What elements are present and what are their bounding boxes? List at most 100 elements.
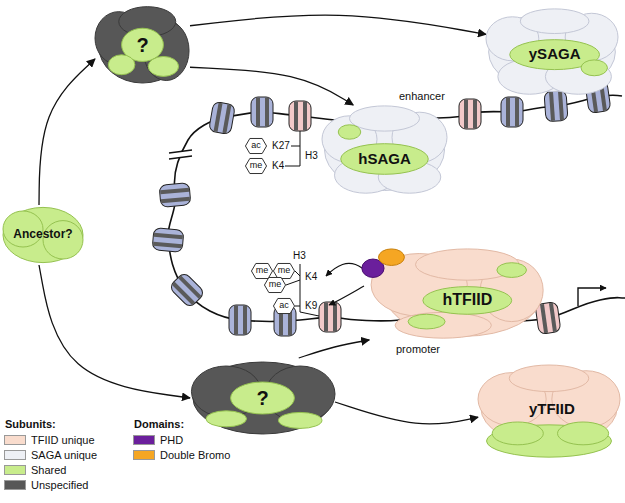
hexagon-shape <box>273 298 294 313</box>
complex-name: yTFIID <box>529 400 575 417</box>
subunit-lobe <box>520 9 589 34</box>
annotation-label: K4 <box>304 271 318 282</box>
hexagon-shape <box>245 158 266 173</box>
reader-arrow <box>329 286 364 305</box>
complex-blob: hTFIID <box>360 248 545 340</box>
dna-break-mark <box>169 156 192 159</box>
modification-label: ac <box>251 141 261 151</box>
annotation-label: H3 <box>304 150 319 161</box>
subunit-lobe <box>108 55 135 75</box>
evolution-arrow <box>190 67 353 105</box>
subunit-lobe <box>408 314 445 329</box>
complex-blob: yTFIID <box>478 365 620 460</box>
nucleosome <box>501 97 523 127</box>
nucleosome <box>159 183 191 208</box>
subunit-lobe <box>492 422 543 445</box>
hexagon-shape <box>251 263 272 278</box>
legend-swatch <box>4 465 26 475</box>
subunit-lobe <box>581 60 607 76</box>
subunit-lobe <box>509 365 589 392</box>
legend-text: TFIID unique <box>31 434 95 446</box>
hexagon-shape <box>245 138 266 153</box>
legend-text: Unspecified <box>31 479 88 491</box>
subunit-lobe <box>231 382 295 414</box>
hexagon-shape <box>273 263 294 278</box>
evolution-arrow <box>190 15 486 34</box>
legend-item: Shared <box>4 464 66 476</box>
nucleosome <box>289 101 311 131</box>
evolution-arrow <box>39 59 95 205</box>
annotation-label: promoter <box>395 343 441 355</box>
subunit-lobe <box>423 287 512 315</box>
legend-swatch <box>133 435 155 445</box>
subunit-lobe <box>350 106 420 131</box>
legend-heading: Domains: <box>133 418 185 430</box>
reader-arrow <box>326 263 362 276</box>
modification-hexagon: me <box>245 158 267 174</box>
modification-label: me <box>250 161 263 171</box>
complex-name: ? <box>136 34 148 56</box>
evolution-arrow <box>335 402 478 424</box>
nucleosome <box>209 101 236 134</box>
legend-item: SAGA unique <box>4 449 97 461</box>
subunit-lobe <box>338 125 361 139</box>
annotation-label: K27 <box>271 140 291 151</box>
legend-item: TFIID unique <box>4 434 95 446</box>
legend-swatch <box>133 450 155 460</box>
subunit-lobe <box>278 412 322 428</box>
hexagon-shape <box>264 277 285 292</box>
legend-text: PHD <box>160 434 183 446</box>
subunit-lobe <box>148 56 178 76</box>
subunit-lobe <box>395 312 491 338</box>
modification-label: me <box>269 280 282 290</box>
annotation-label: enhancer <box>398 90 446 102</box>
annotation-label: K9 <box>304 300 318 311</box>
legend-text: Double Bromo <box>160 449 230 461</box>
subunit-lobe <box>3 207 83 262</box>
modification-hexagon: me <box>273 263 295 279</box>
transcription-start-arrow <box>578 288 606 306</box>
subunit-lobe <box>379 249 405 266</box>
legend-swatch <box>4 480 26 490</box>
modification-label: me <box>278 266 291 276</box>
modification-label: ac <box>279 301 289 311</box>
annotation-label: H3 <box>292 250 307 261</box>
legend-text: SAGA unique <box>31 449 97 461</box>
complex-blob: hSAGA <box>322 105 447 195</box>
complex-name: hSAGA <box>358 151 411 168</box>
subunit-lobe <box>497 263 527 278</box>
modification-hexagon: ac <box>245 138 267 154</box>
nucleosome <box>152 228 184 253</box>
legend-item: PHD <box>133 434 183 446</box>
complex-blob: Ancestor? <box>3 205 83 265</box>
subunit-lobe <box>558 422 609 445</box>
legend-text: Shared <box>31 464 66 476</box>
modification-hexagon: me <box>264 277 286 293</box>
complex-name: Ancestor? <box>13 228 72 241</box>
evolution-arrow <box>299 340 370 358</box>
annotation-label: K4 <box>271 160 285 171</box>
complex-name: hTFIID <box>442 291 492 309</box>
complex-blob: ySAGA <box>486 8 618 96</box>
complex-blob: ? <box>190 358 335 438</box>
legend-swatch <box>4 450 26 460</box>
complex-name: ySAGA <box>529 46 581 63</box>
dna-break-mark <box>169 150 192 153</box>
nucleosome <box>229 305 251 335</box>
legend-heading: Subunits: <box>4 418 57 430</box>
modification-label: me <box>256 266 269 276</box>
nucleosome <box>459 99 481 129</box>
subunit-lobe <box>341 144 429 175</box>
nucleosome <box>251 97 273 127</box>
complex-blob: ? <box>95 5 190 88</box>
dna-strand <box>168 95 625 321</box>
nucleosome <box>169 272 206 309</box>
modification-hexagon: me <box>251 263 273 279</box>
subunit-lobe <box>206 411 247 427</box>
legend-item: Unspecified <box>4 479 88 491</box>
nucleosome <box>319 302 341 332</box>
complex-name: ? <box>256 387 268 409</box>
nucleosome <box>544 90 568 121</box>
modification-hexagon: ac <box>273 298 295 314</box>
